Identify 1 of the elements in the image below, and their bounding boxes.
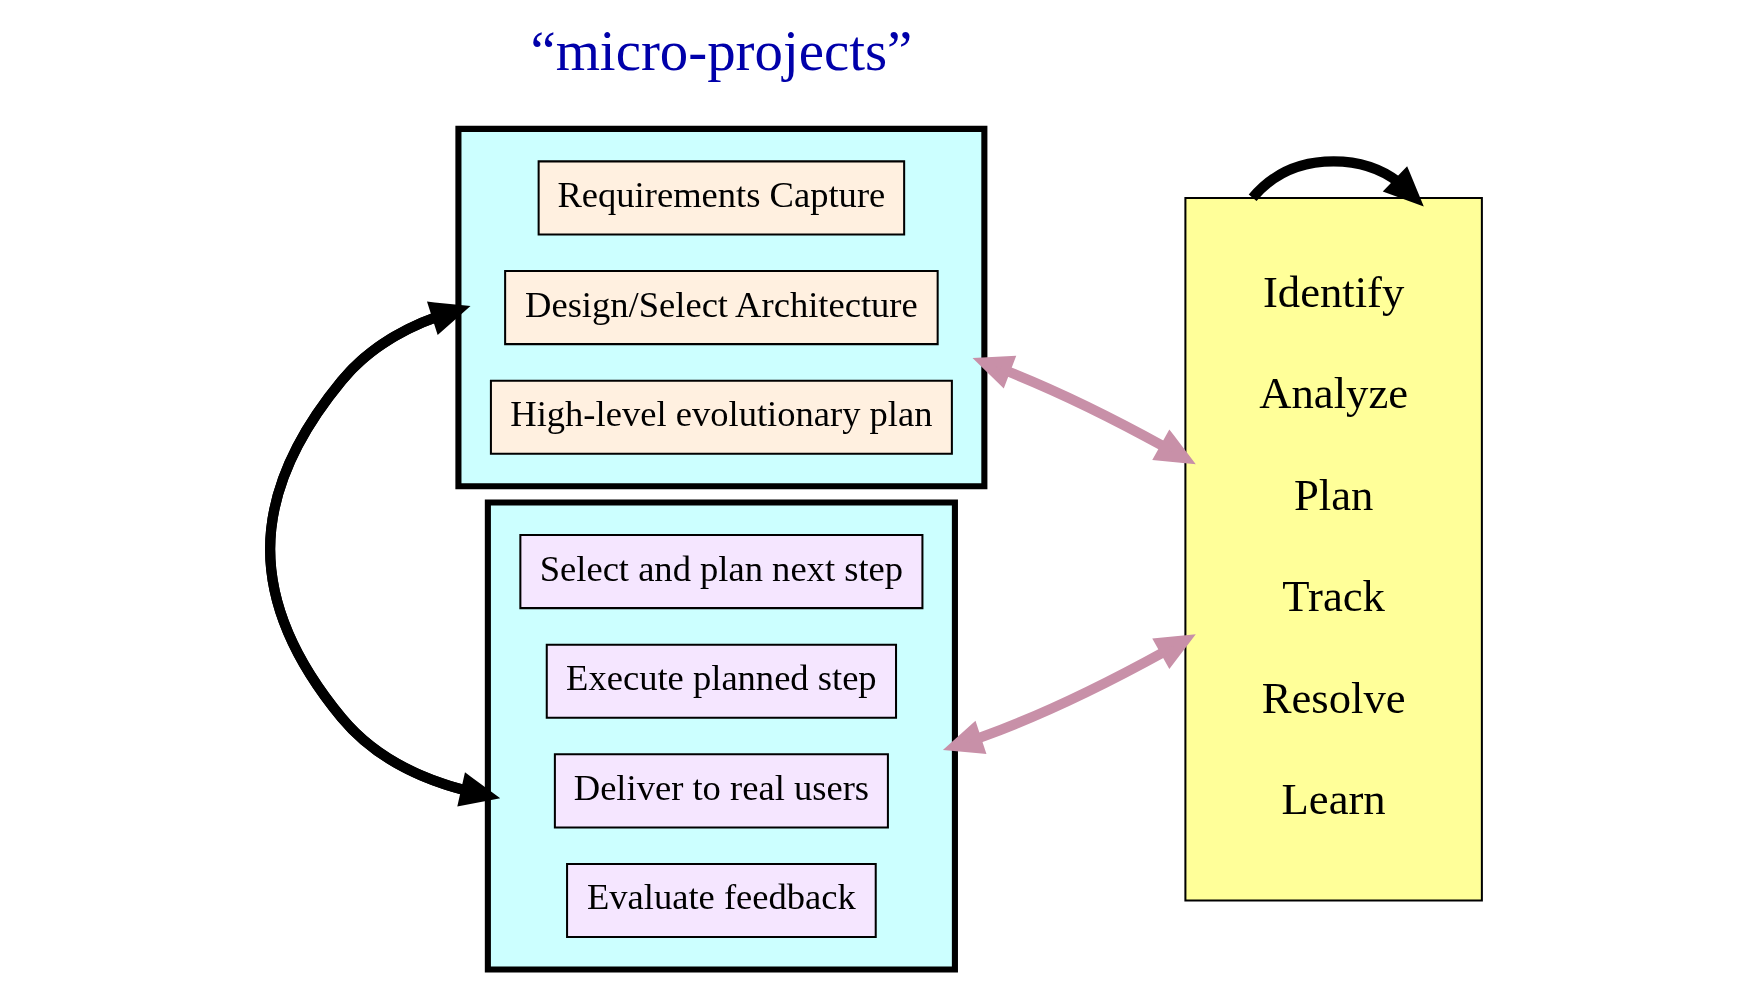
label: “micro-projects” [530,18,913,82]
